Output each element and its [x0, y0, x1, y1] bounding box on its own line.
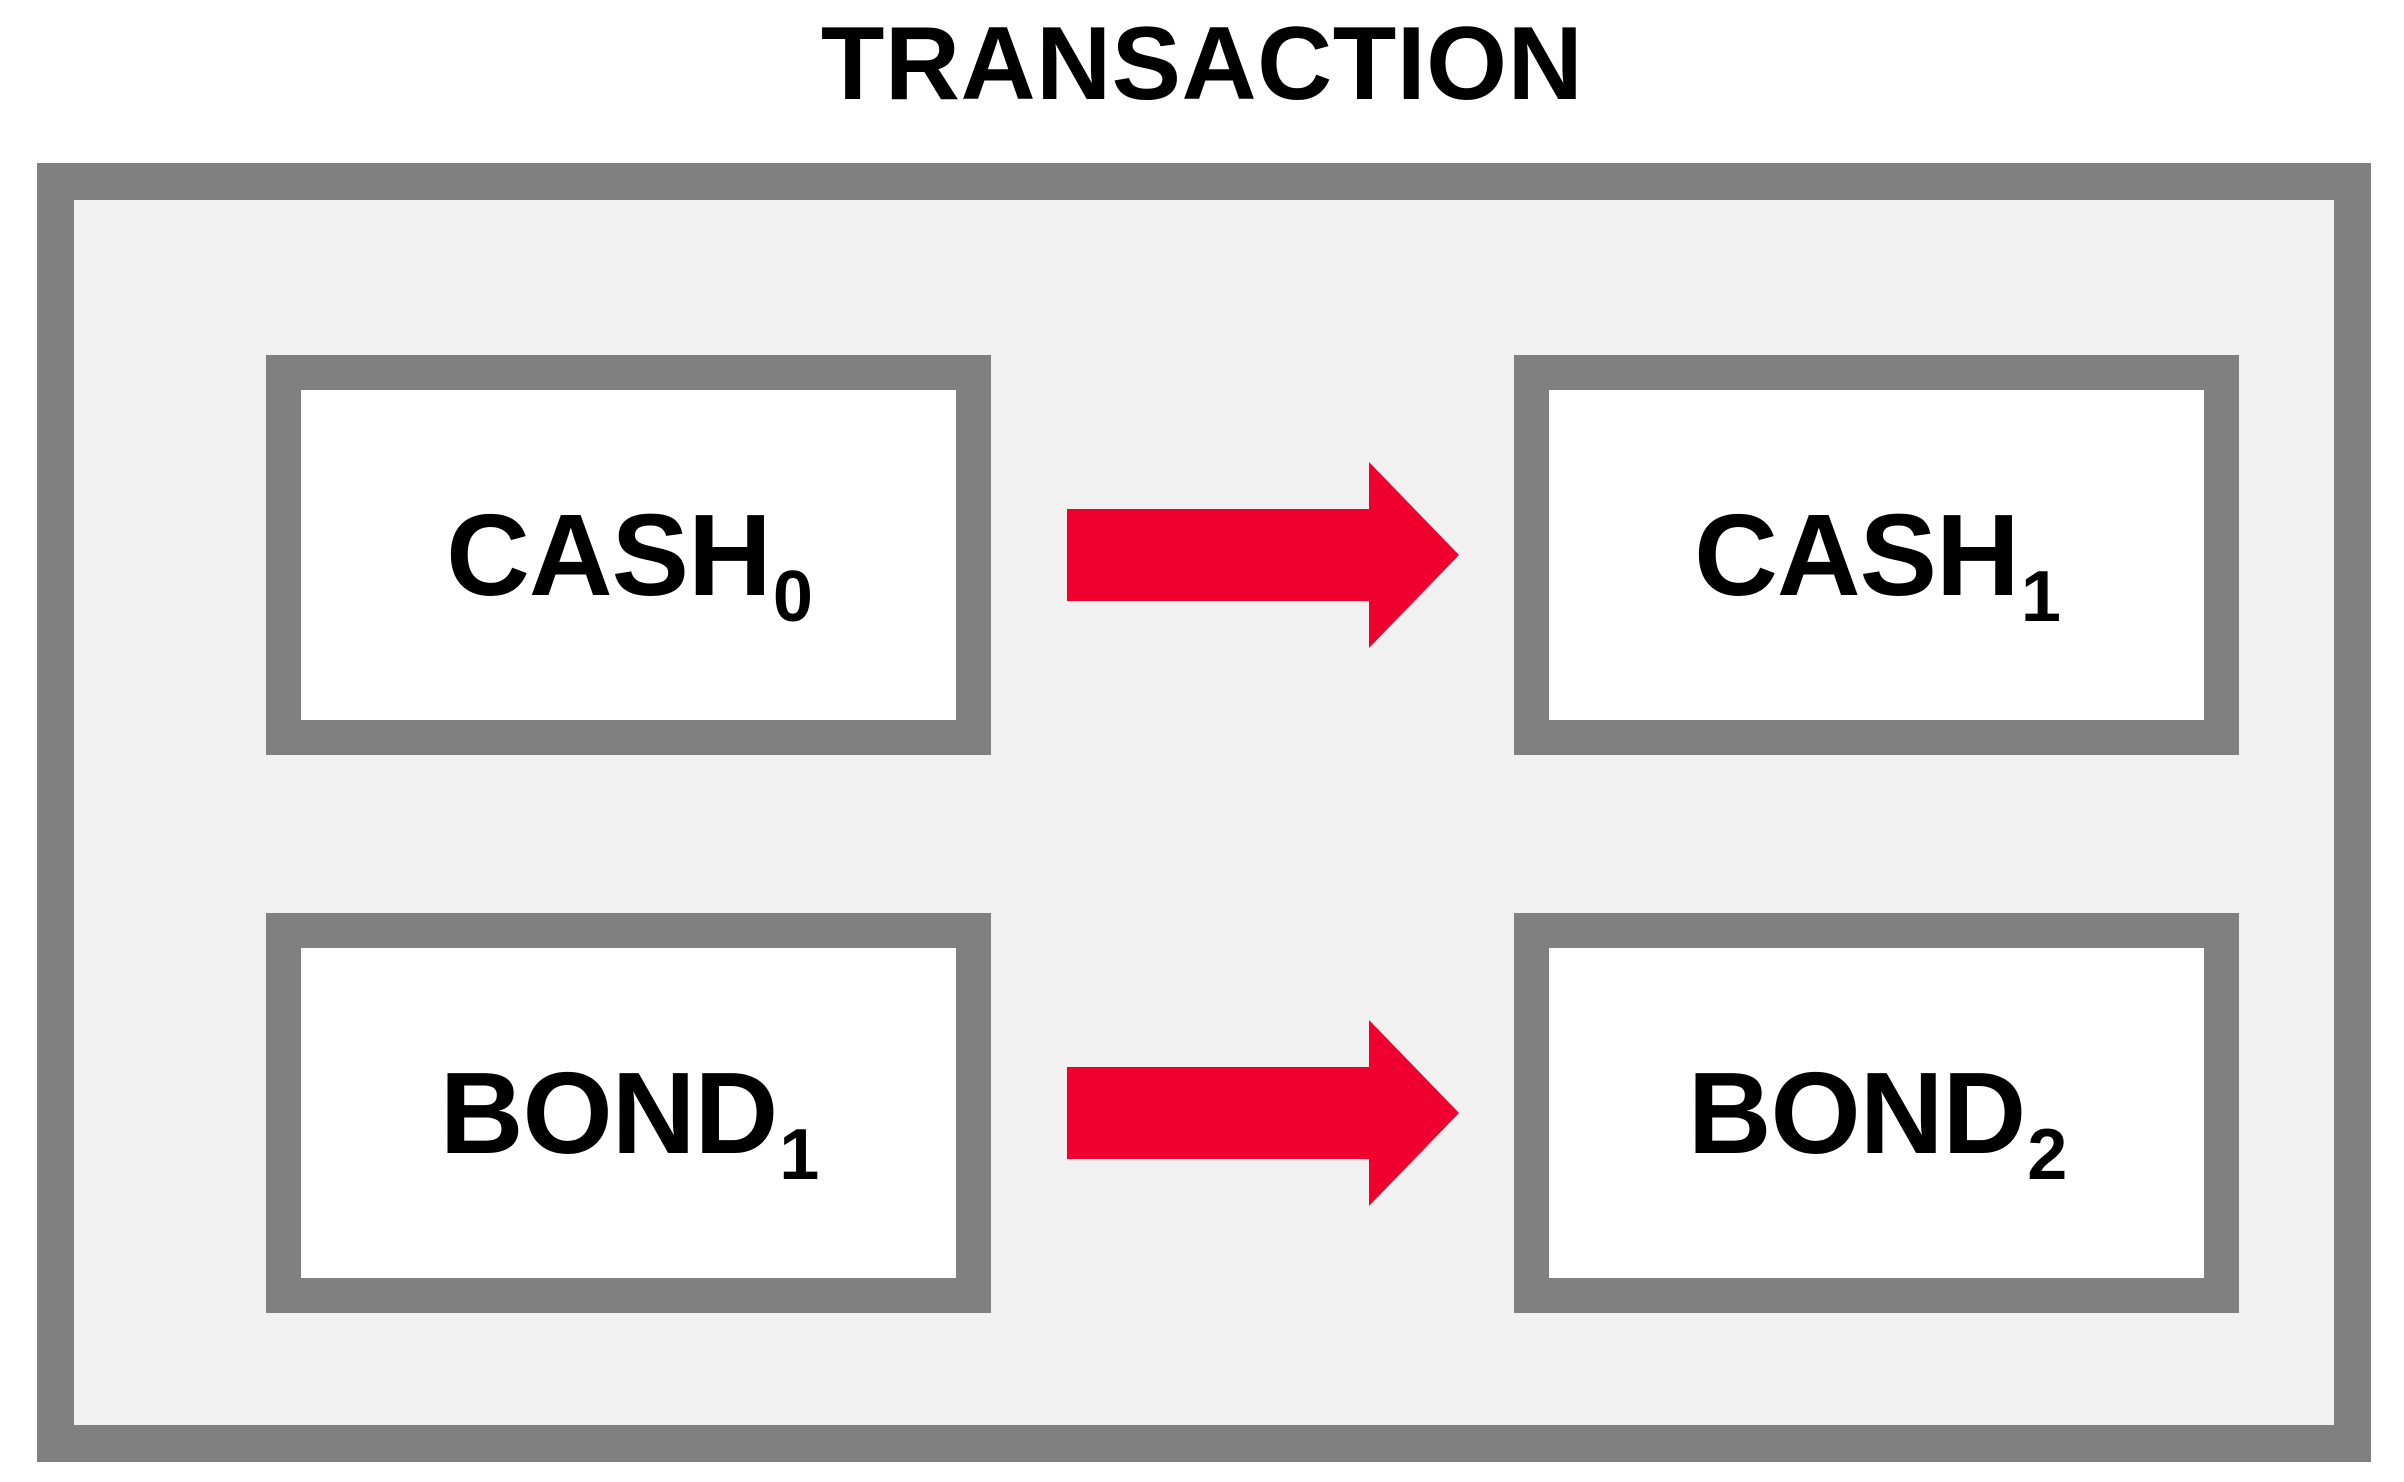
- cash-row: CASH0 CASH1: [74, 355, 2404, 755]
- cash-target-label-subscript: 1: [2020, 557, 2061, 637]
- bond-target-box[interactable]: BOND2: [1514, 913, 2239, 1313]
- cash-source-label-base: CASH: [446, 490, 772, 620]
- cash-source-label-subscript: 0: [772, 557, 813, 637]
- cash-target-label-base: CASH: [1694, 490, 2020, 620]
- bond-source-label-base: BOND: [439, 1048, 779, 1178]
- bond-source-label-subscript: 1: [779, 1115, 820, 1195]
- bond-target-label: BOND2: [1688, 1055, 2068, 1191]
- cash-target-box[interactable]: CASH1: [1514, 355, 2239, 755]
- bond-source-label: BOND1: [440, 1055, 820, 1191]
- bond-source-box[interactable]: BOND1: [266, 913, 991, 1313]
- right-arrow-icon: [1067, 1020, 1459, 1206]
- cash-flow-arrow: [1067, 462, 1459, 648]
- right-arrow-icon: [1067, 462, 1459, 648]
- bond-flow-arrow: [1067, 1020, 1459, 1206]
- bond-row: BOND1 BOND2: [74, 913, 2404, 1313]
- cash-source-box[interactable]: CASH0: [266, 355, 991, 755]
- bond-target-label-base: BOND: [1687, 1048, 2027, 1178]
- cash-target-label: CASH1: [1694, 497, 2061, 633]
- bond-target-label-subscript: 2: [2027, 1115, 2068, 1195]
- transaction-frame: CASH0 CASH1 BOND1: [37, 163, 2371, 1462]
- page-title: TRANSACTION: [820, 6, 1584, 122]
- cash-source-label: CASH0: [446, 497, 813, 633]
